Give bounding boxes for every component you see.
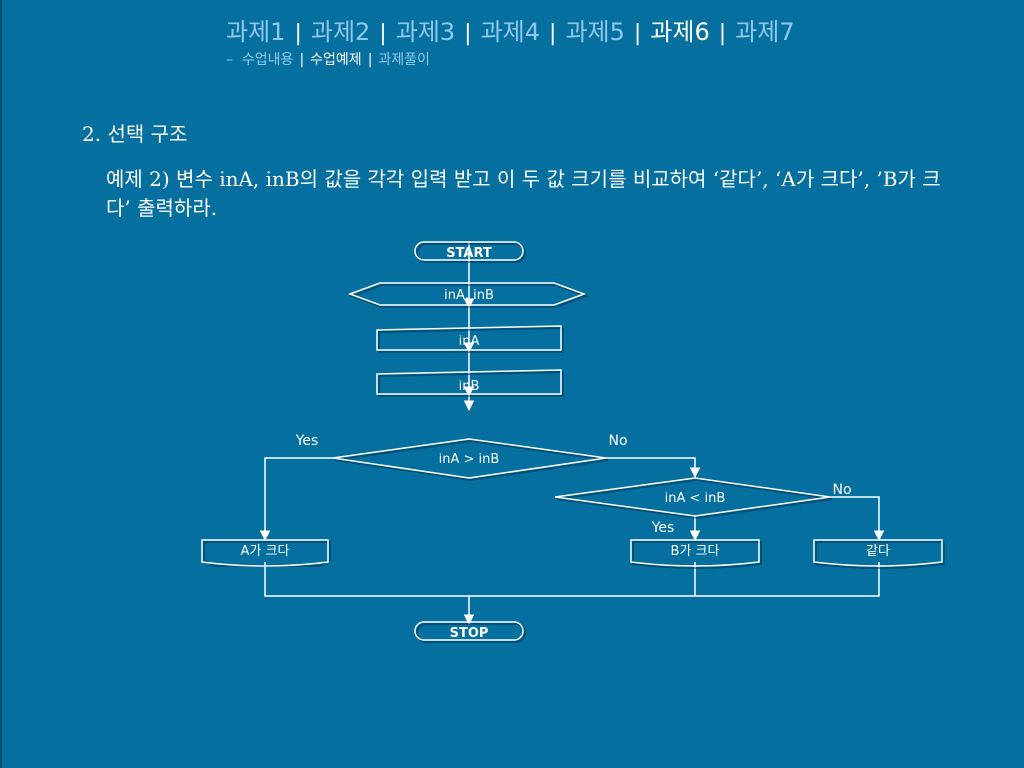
start-label: START [446,246,492,261]
decision2-no-label: No [832,482,851,498]
input-inA: inA [376,325,564,353]
subtab-lecture-content[interactable]: 수업내용 [241,52,294,68]
tab-assignment-3[interactable]: 과제3 [395,18,456,46]
subtab-separator: | [367,52,373,68]
out-b-label: B가 크다 [671,544,720,559]
tab-separator: | [549,21,557,46]
tab-assignment-7[interactable]: 과제7 [735,18,795,46]
output-equal: 같다 [813,539,945,569]
decision-inA-greater-inB: inA > inB Yes No [295,433,628,482]
tab-assignment-4[interactable]: 과제4 [480,18,541,46]
subnav-dash: – [226,52,233,68]
output-a-greater: A가 크다 [201,539,331,567]
decision-inA-less-inB: inA < inB Yes No [554,477,852,536]
tab-separator: | [718,21,727,46]
decision1-no-label: No [608,433,627,449]
sub-tabs: – 수업내용 | 수업예제 | 과제풀이 [226,49,430,69]
tab-separator: | [294,21,302,46]
stop-label: STOP [450,626,489,641]
left-border [0,0,2,768]
tab-assignment-6[interactable]: 과제6 [650,18,710,46]
subtab-separator: | [299,52,305,68]
flow-connectors [259,241,885,626]
tab-assignment-2[interactable]: 과제2 [310,18,371,46]
out-equal-label: 같다 [866,544,890,559]
input-b-label: inB [459,379,480,394]
tab-assignment-1[interactable]: 과제1 [226,18,286,46]
edge-decision1-no [606,457,701,479]
edge-decision1-yes [259,457,333,542]
input-inB: inB [376,369,564,397]
edge-decision2-no [830,496,885,542]
input-a-label: inA [459,334,480,349]
preparation-inA-inB: inA, inB [347,282,589,308]
problem-description: 예제 2) 변수 inA, inB의 값을 각각 입력 받고 이 두 값 크기를… [106,167,941,220]
tab-assignment-5[interactable]: 과제5 [565,18,625,46]
output-b-greater: B가 크다 [630,539,762,569]
section-title: 2. 선택 구조 [82,122,188,146]
tab-separator: | [633,21,642,46]
decision2-label: inA < inB [665,491,726,506]
decision1-label: inA > inB [439,452,500,467]
out-a-label: A가 크다 [241,544,290,559]
decision2-yes-label: Yes [651,520,675,536]
tab-separator: | [464,21,472,46]
edge-merge [264,562,880,597]
stop-terminator: STOP [414,621,526,643]
assignment-tabs: 과제1 | 과제2 | 과제3 | 과제4 | 과제5 | 과제6 | 과제7 [226,12,795,46]
subtab-lecture-example[interactable]: 수업예제 [310,52,362,68]
subtab-assignment-solution[interactable]: 과제풀이 [378,52,430,68]
start-terminator: START [414,241,526,263]
prep-label: inA, inB [444,288,494,303]
decision1-yes-label: Yes [295,433,319,449]
tab-separator: | [379,21,387,46]
